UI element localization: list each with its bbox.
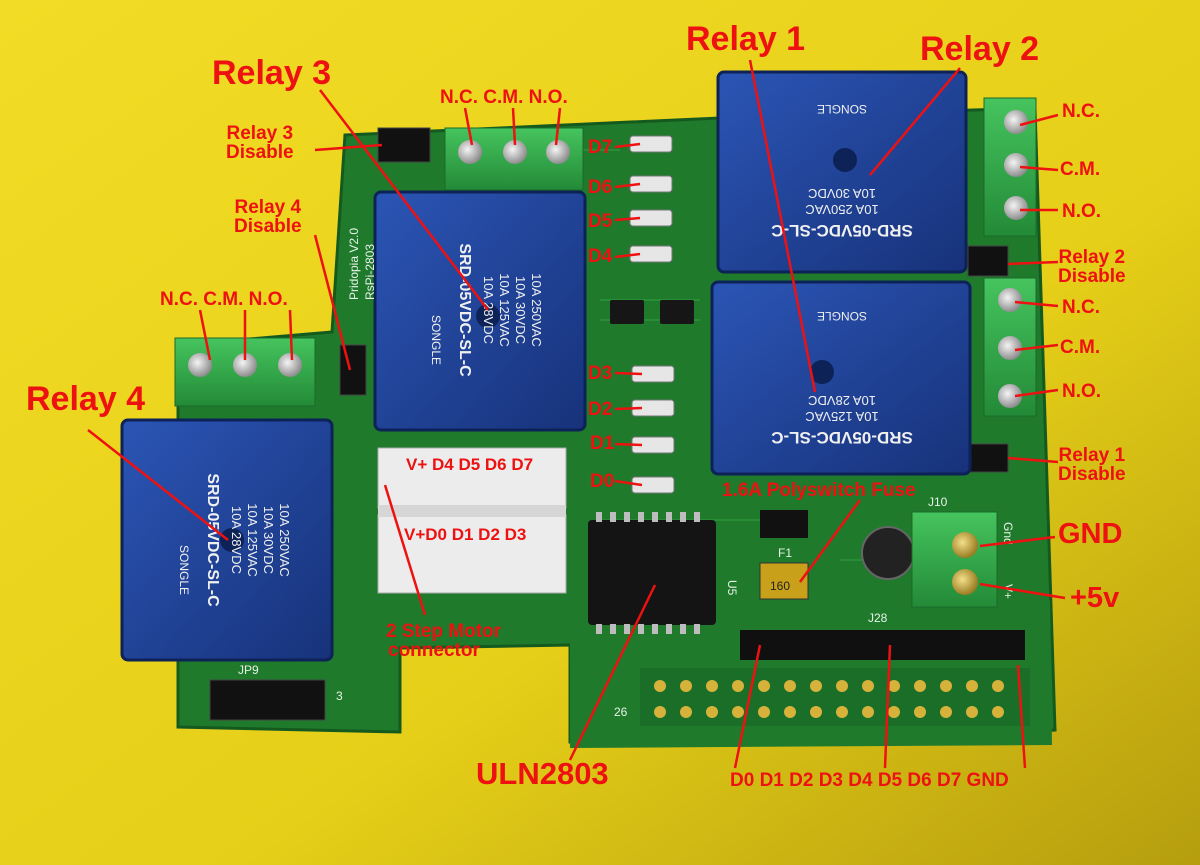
label-led-d5: D5: [588, 211, 613, 232]
leds-lower: [631, 365, 675, 494]
relay-4-line-4: 10A 28VDC: [229, 506, 244, 574]
label-led-d7: D7: [588, 137, 613, 158]
small-ics: [610, 300, 694, 324]
label-step-motor: 2 Step Motor connector: [386, 622, 501, 660]
silk-pin26: 26: [614, 705, 628, 719]
label-plus5v: +5v: [1070, 582, 1120, 614]
silk-gnd: Gnd: [1001, 522, 1015, 545]
silk-fuse-code: 160: [770, 579, 790, 593]
label-relay-4-disable: Relay 4 Disable: [234, 198, 302, 236]
label-led-d6: D6: [588, 177, 613, 198]
relay-3: [373, 190, 587, 432]
callout-lines: [87, 59, 1066, 769]
label-relay2-cm: C.M.: [1060, 159, 1101, 180]
relay-1: [710, 280, 972, 476]
relay-1-marking: SRD-05VDC-SL-C 10A 125VAC 10A 28VDC SONG…: [771, 309, 913, 447]
step-motor-connectors: [377, 447, 567, 594]
fuse-components: [759, 510, 809, 600]
relay-3-line-3: 10A 125VAC: [497, 273, 512, 346]
label-relay-1-disable: Relay 1 Disable: [1058, 446, 1126, 484]
relay-3-line-1: 10A 250VAC: [529, 273, 544, 346]
label-relay-2: Relay 2: [920, 30, 1040, 68]
relay-4-line-3: 10A 125VAC: [245, 503, 260, 576]
label-relay-3-disable: Relay 3 Disable: [226, 124, 294, 162]
terminal-right-lower: [983, 277, 1037, 417]
label-terminal-left: N.C. C.M. N.O.: [160, 289, 288, 310]
silk-f1: F1: [778, 546, 792, 560]
relay-2-line-1: 10A 250VAC: [805, 202, 878, 217]
label-step-motor-l2: connector: [388, 640, 480, 661]
relay-3-line-4: 10A 28VDC: [481, 276, 496, 344]
silk-jp3: 3: [336, 689, 343, 703]
label-relay2-no: N.O.: [1062, 201, 1102, 222]
relay-4-line-1: 10A 250VAC: [277, 503, 292, 576]
silk-board-code: RsPi-2803: [363, 244, 377, 300]
label-relay-3-disable-l2: Disable: [226, 142, 294, 163]
label-header-bottom: V+D0 D1 D2 D3: [404, 525, 527, 544]
label-relay-4-disable-l1: Relay 4: [234, 197, 302, 218]
terminal-top: [444, 127, 584, 191]
label-led-d3: D3: [588, 363, 613, 384]
label-step-motor-l1: 2 Step Motor: [386, 621, 502, 642]
label-relay-4: Relay 4: [26, 380, 146, 418]
relay-4-line-2: 10A 30VDC: [261, 506, 276, 574]
label-relay-2-disable-l2: Disable: [1058, 266, 1126, 287]
label-relay1-cm: C.M.: [1060, 337, 1101, 358]
label-relay-1-disable-l2: Disable: [1058, 464, 1126, 485]
label-relay-1-disable-l1: Relay 1: [1058, 445, 1126, 466]
label-led-d2: D2: [588, 399, 613, 420]
relay-2-model: SRD-05VDC-SL-C: [771, 221, 913, 240]
label-relay-2-disable-l1: Relay 2: [1058, 247, 1126, 268]
label-uln2803: ULN2803: [476, 756, 609, 791]
relay-1-line-2: 10A 28VDC: [808, 393, 876, 408]
label-led-d1: D1: [590, 433, 615, 454]
relay-2-marking: SRD-05VDC-SL-C 10A 250VAC 10A 30VDC SONG…: [771, 102, 913, 240]
label-terminal-top: N.C. C.M. N.O.: [440, 87, 568, 108]
relay-3-line-2: 10A 30VDC: [513, 276, 528, 344]
relay-3-brand: SONGLE: [429, 315, 443, 365]
silk-vplus: V+: [1001, 584, 1015, 599]
label-relay-1: Relay 1: [686, 20, 806, 58]
terminal-power: [911, 511, 998, 608]
relay-1-brand: SONGLE: [817, 309, 867, 323]
relay-2-line-2: 10A 30VDC: [808, 186, 876, 201]
label-relay-3-disable-l1: Relay 3: [226, 123, 294, 144]
relay-1-model: SRD-05VDC-SL-C: [771, 428, 913, 447]
capacitor: [861, 526, 915, 580]
label-relay1-no: N.O.: [1062, 381, 1102, 402]
silk-u5: U5: [725, 580, 739, 596]
relay-4-model: SRD-05VDC-SL-C: [204, 473, 221, 607]
relay-3-model: SRD-05VDC-SL-C: [456, 243, 473, 377]
relay-2-brand: SONGLE: [817, 102, 867, 116]
label-gnd: GND: [1058, 518, 1123, 550]
jumpers: [209, 127, 1009, 721]
label-relay1-nc: N.C.: [1062, 297, 1100, 318]
label-fuse: 1.6A Polyswitch Fuse: [722, 480, 916, 501]
relay-3-marking: 10A 250VAC 10A 30VDC 10A 125VAC 10A 28VD…: [429, 243, 544, 377]
label-gpio-pins: D0 D1 D2 D3 D4 D5 D6 D7 GND: [730, 770, 1009, 791]
relay-4-marking: 10A 250VAC 10A 30VDC 10A 125VAC 10A 28VD…: [177, 473, 292, 607]
relay-1-line-1: 10A 125VAC: [805, 409, 878, 424]
silk-jp9: JP9: [238, 663, 259, 677]
relay-4-brand: SONGLE: [177, 545, 191, 595]
label-header-top: V+ D4 D5 D6 D7: [406, 455, 534, 474]
label-led-d4: D4: [588, 246, 613, 267]
label-relay-4-disable-l2: Disable: [234, 216, 302, 237]
relay-2: [716, 70, 968, 274]
gpio-header: [640, 630, 1030, 726]
label-relay-3: Relay 3: [212, 54, 332, 92]
silk-j28: J28: [868, 611, 888, 625]
label-led-d0: D0: [590, 471, 615, 492]
label-relay-2-disable: Relay 2 Disable: [1058, 248, 1126, 286]
silk-board-name: Pridopia V2.0: [347, 228, 361, 300]
uln2803-chip: [588, 512, 716, 634]
silk-j10: J10: [928, 495, 948, 509]
label-relay2-nc: N.C.: [1062, 101, 1100, 122]
